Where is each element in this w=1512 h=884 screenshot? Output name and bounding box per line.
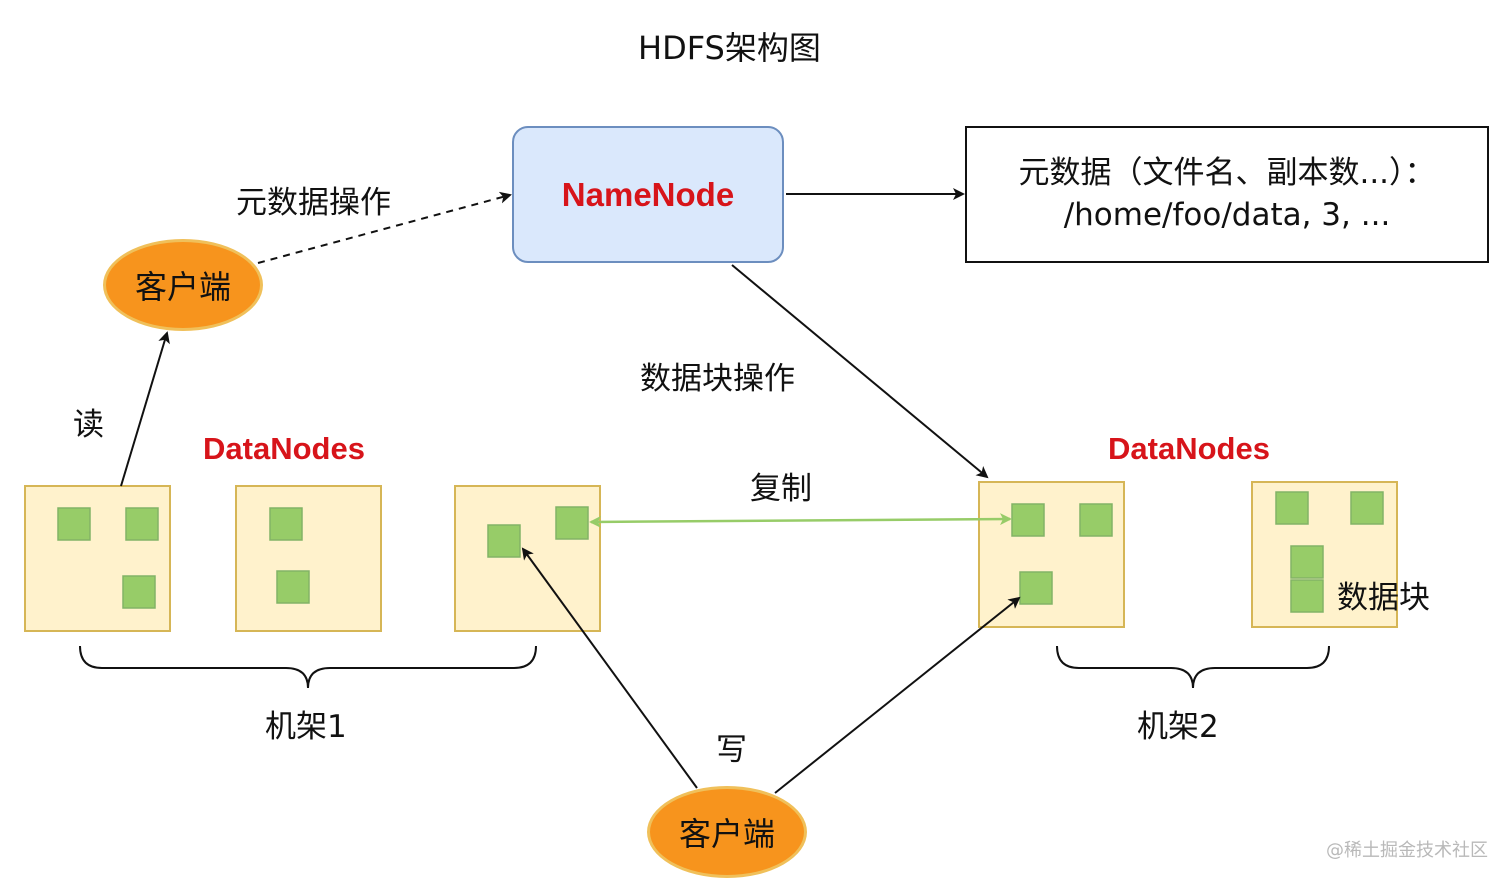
data-block (1275, 491, 1309, 525)
rack2-brace (1056, 645, 1330, 689)
replication-label: 复制 (750, 471, 812, 507)
write-label: 写 (716, 732, 747, 768)
data-block (1290, 545, 1324, 579)
data-block (276, 570, 310, 604)
metadata-line-2: /home/foo/data, 3, ... (1063, 196, 1391, 233)
diagram-title: HDFS架构图 (638, 29, 821, 67)
data-block (1011, 503, 1045, 537)
client-read-node: 客户端 (103, 239, 263, 331)
data-block-label: 数据块 (1337, 580, 1430, 616)
rack1-label: 机架1 (265, 709, 347, 745)
data-block (269, 507, 303, 541)
datanodes-right-label: DataNodes (1108, 431, 1270, 466)
rack1-brace (79, 645, 537, 689)
data-block (122, 575, 156, 609)
datanode-rack1-2 (235, 485, 382, 632)
watermark: @稀土掘金技术社区 (1326, 840, 1488, 861)
rack2-label: 机架2 (1137, 709, 1219, 745)
client-write-label: 客户端 (678, 815, 775, 853)
datanodes-left-label: DataNodes (203, 431, 365, 466)
replication-arrow (589, 513, 1012, 528)
read-arrow (120, 331, 170, 487)
metadata-operation-arrow (257, 191, 512, 264)
metadata-box: 元数据（文件名、副本数...）： /home/foo/data, 3, ... (965, 126, 1489, 263)
namenode-label: NameNode (561, 175, 735, 213)
data-block (125, 507, 159, 541)
data-block (57, 507, 91, 541)
metadata-operation-label: 元数据操作 (236, 185, 391, 221)
client-read-label: 客户端 (134, 268, 231, 306)
metadata-line-1: 元数据（文件名、副本数...）： (1018, 154, 1436, 191)
client-write-node: 客户端 (647, 786, 807, 878)
data-block (1350, 491, 1384, 525)
write-arrow-rack1 (521, 547, 698, 789)
block-operation-label: 数据块操作 (640, 361, 795, 397)
data-block (1019, 571, 1053, 605)
data-block (487, 524, 521, 558)
read-label: 读 (73, 407, 104, 443)
data-block (555, 506, 589, 540)
block-operation-arrow (731, 264, 989, 479)
write-arrow-rack2 (774, 596, 1021, 794)
namenode-box: NameNode (512, 126, 784, 263)
data-block (1290, 579, 1324, 613)
data-block (1079, 503, 1113, 537)
